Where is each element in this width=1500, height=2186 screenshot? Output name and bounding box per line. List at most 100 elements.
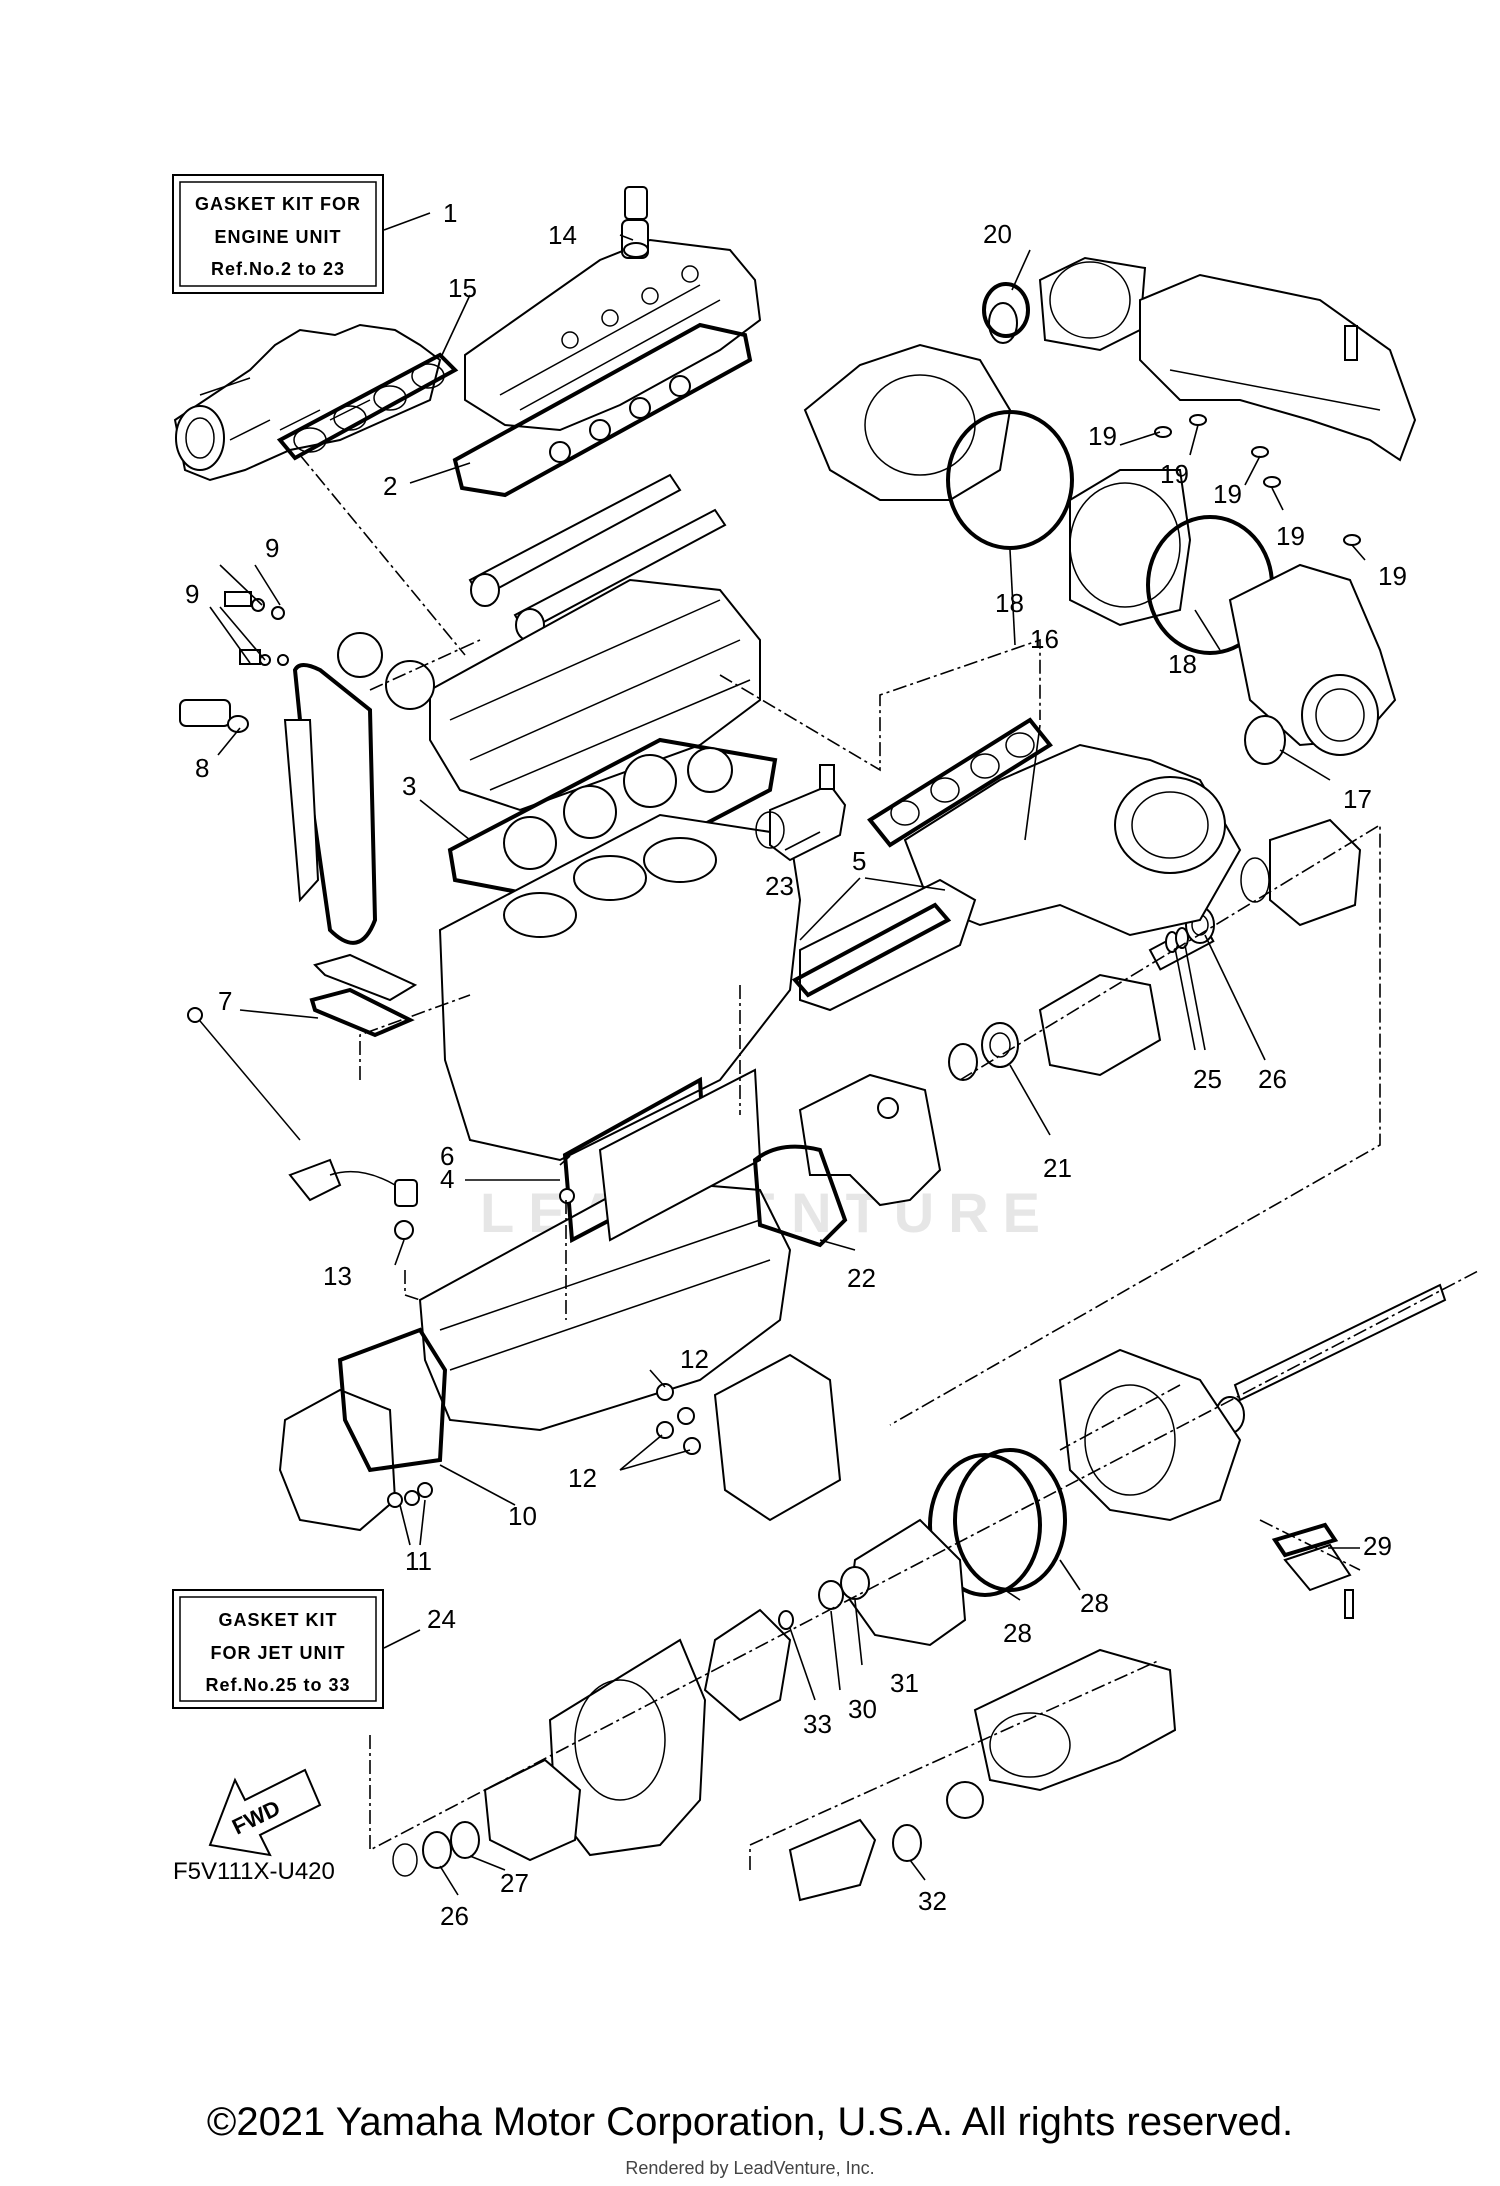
cylinder-block [438,813,802,1162]
callout-7: 7 [218,986,232,1016]
callout-27: 27 [500,1868,529,1898]
callout-28a: 28 [1003,1618,1032,1648]
camshafts [468,473,727,642]
o-ring-11c [417,1482,433,1498]
o-ring-11b [404,1490,420,1506]
callout-18b: 18 [1168,649,1197,679]
o-rings-19 [1154,414,1361,546]
callout-5: 5 [852,846,866,876]
seal-26-lower [422,1831,452,1869]
callout-19d: 19 [1276,521,1305,551]
callout-33: 33 [803,1709,832,1739]
o-ring-4 [559,1188,575,1204]
oil-cooler-plate [309,953,418,1038]
impeller-liner [848,1518,967,1647]
callout-2: 2 [383,471,397,501]
callout-29: 29 [1363,1531,1392,1561]
o-ring-32 [892,1824,922,1862]
callout-23: 23 [765,871,794,901]
callout-13: 13 [323,1261,352,1291]
callout-9a: 9 [265,533,279,563]
coupling-housing [1240,818,1362,927]
seal-17 [1244,715,1286,765]
bearing-housing [483,1758,582,1862]
callout-11: 11 [405,1546,432,1576]
supercharger-housing [803,256,1147,501]
callout-9b: 9 [185,579,199,609]
gasket-20 [982,282,1030,338]
callout-15: 15 [448,273,477,303]
callout-19b: 19 [1160,459,1189,489]
callout-12b: 12 [568,1463,597,1493]
intake-manifold [867,717,1242,937]
callout-18a: 18 [995,588,1024,618]
magneto-cover [278,1327,448,1532]
callout-30: 30 [848,1694,877,1724]
leader-lines [209,234,1366,1896]
ring-28-b [928,1453,1042,1597]
callout-19e: 19 [1378,561,1407,591]
exhaust-chamber [1228,563,1397,756]
diagram-code: F5V111X-U420 [173,1858,335,1885]
kit-engine-line2: ENGINE UNIT [214,227,341,247]
o-ring-13 [394,1220,414,1240]
seal-27 [450,1821,480,1859]
kit-engine-line1: GASKET KIT FOR [195,194,361,214]
callout-17: 17 [1343,784,1372,814]
oil-control-valve [179,699,249,733]
cylinder-head [429,578,761,812]
oil-pump [656,1353,842,1522]
nozzle-housing [973,1648,1177,1792]
exploded-parts-diagram: GASKET KIT FOR ENGINE UNIT Ref.No.2 to 2… [172,174,1481,1931]
water-pump-housing [752,1073,942,1248]
callout-32: 32 [918,1886,947,1916]
callout-6: 6 [440,1141,454,1171]
oil-cap [623,186,649,258]
exhaust-manifold [173,323,442,482]
o-ring-11a [387,1492,403,1508]
rendered-by-note: Rendered by LeadVenture, Inc. [625,2158,875,2178]
valve-cover [464,219,762,432]
timing-chain [283,632,435,945]
seal-31 [840,1566,870,1600]
chain-tensioner [755,764,847,862]
callout-26b: 26 [440,1901,469,1931]
callout-16: 16 [1030,624,1059,654]
valve-cover-gasket [452,322,753,498]
callout-8: 8 [195,753,209,783]
dipstick [187,1007,418,1207]
callout-1: 1 [443,198,457,228]
callout-20: 20 [983,219,1012,249]
side-cover-gasket [562,1068,762,1244]
callout-25: 25 [1193,1064,1222,1094]
drive-shaft-coupler [948,906,1215,1081]
kit-jet-line3: Ref.No.25 to 33 [205,1675,350,1695]
exhaust-gasket [276,352,459,461]
pump-housing [1058,1348,1242,1522]
reference-lines [299,454,1481,1870]
callout-28b: 28 [1080,1588,1109,1618]
kit-jet-line1: GASKET KIT [218,1610,337,1630]
callout-12a: 12 [680,1344,709,1374]
copyright-notice: ©2021 Yamaha Motor Corporation, U.S.A. A… [206,2100,1294,2144]
callout-10: 10 [508,1501,537,1531]
callout-31: 31 [890,1668,919,1698]
kit-engine-line3: Ref.No.2 to 23 [211,259,345,279]
callout-21: 21 [1043,1153,1072,1183]
intake-plenum-gasket [791,878,977,1012]
inspection-cover-29 [1271,1522,1354,1619]
callout-4: 4 [440,1164,454,1194]
gasket-18-left [946,410,1074,550]
callout-19a: 19 [1088,421,1117,451]
impeller [703,1608,792,1722]
drive-shaft [1215,1283,1447,1434]
bolts-and-washers [224,591,289,666]
callout-24: 24 [427,1604,456,1634]
intercooler-cover [1139,273,1417,462]
callout-14: 14 [548,220,577,250]
callout-3: 3 [402,771,416,801]
nozzle-cap [788,1781,984,1902]
callout-26a: 26 [1258,1064,1287,1094]
callout-19c: 19 [1213,479,1242,509]
gasket-kit-engine-box: GASKET KIT FOR ENGINE UNIT Ref.No.2 to 2… [172,174,431,294]
